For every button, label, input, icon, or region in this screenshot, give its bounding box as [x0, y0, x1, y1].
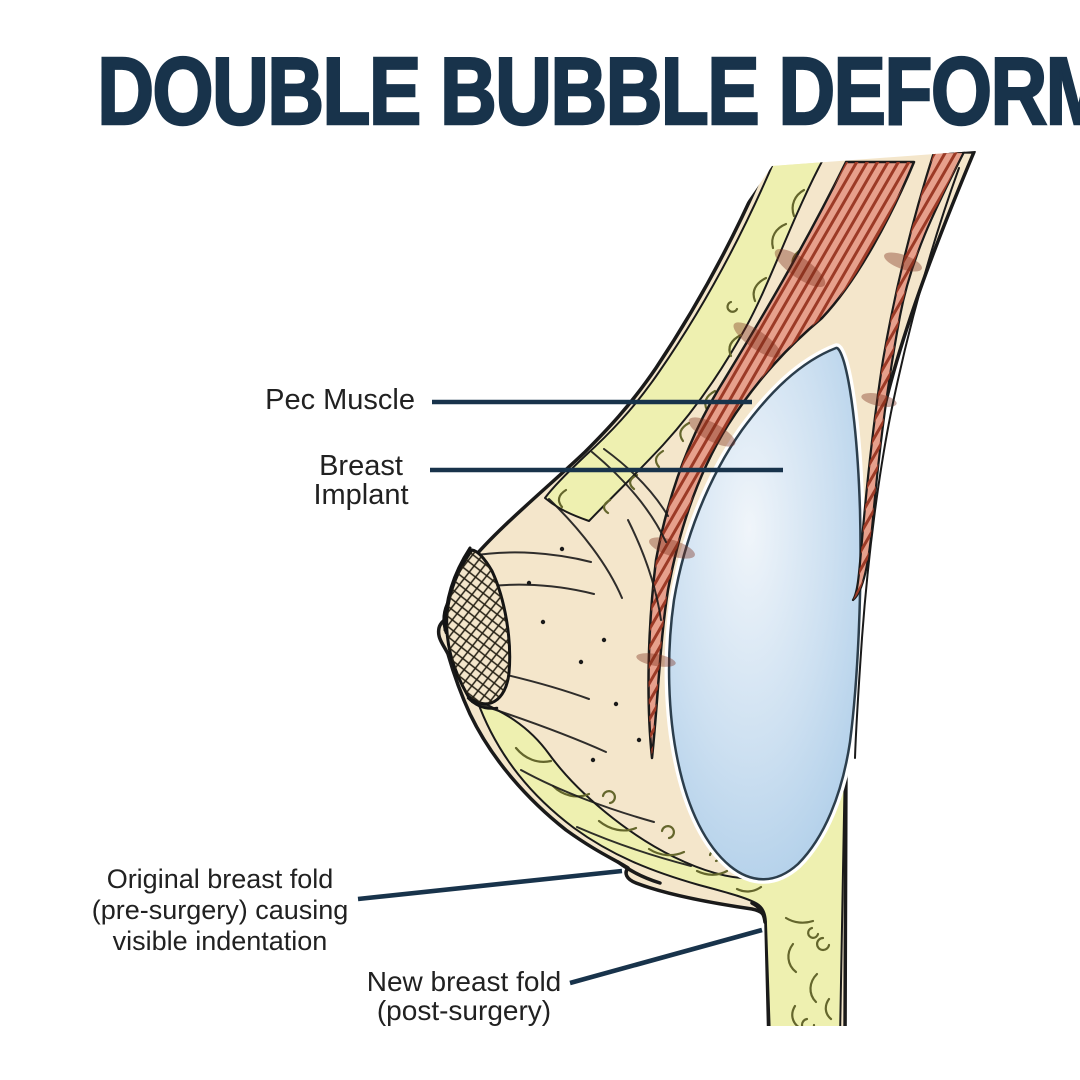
- pec-muscle-shape: [636, 160, 916, 760]
- label-new-breast-fold: New breast fold (post-surgery): [334, 967, 594, 1025]
- leader-lines: [357, 399, 783, 986]
- breast-implant-shape: [667, 346, 862, 881]
- label-line: New breast fold: [366, 966, 562, 997]
- label-line: (post-surgery): [376, 995, 552, 1026]
- label-line: Pec Muscle: [265, 384, 415, 416]
- label-line: Breast: [319, 450, 403, 482]
- new-fold-crease: [750, 901, 767, 924]
- fat-texture-lower: [514, 746, 833, 1026]
- page-title: DOUBLE BUBBLE DEFORMITY: [96, 38, 1080, 145]
- new-fold-leader-line: [569, 927, 763, 986]
- nipple: [442, 546, 512, 710]
- label-line: Original breast fold: [106, 864, 334, 894]
- label-line: visible indentation: [112, 926, 328, 956]
- label-line: Implant: [313, 479, 409, 511]
- breast-tissue-dots: [526, 546, 642, 763]
- skin-inner-line: [854, 167, 960, 759]
- label-pec-muscle: Pec Muscle: [165, 385, 415, 415]
- original-fold-leader-line: [357, 868, 623, 902]
- chest-wall-muscle-shape: [851, 151, 966, 602]
- label-breast-implant: Breast Implant: [261, 452, 461, 510]
- label-line: (pre-surgery) causing: [91, 895, 349, 925]
- breast-tissue-contours: [451, 448, 692, 867]
- fat-layer-top: [544, 151, 827, 522]
- original-fold-crease: [616, 860, 662, 885]
- label-original-breast-fold: Original breast fold (pre-surgery) causi…: [76, 864, 364, 957]
